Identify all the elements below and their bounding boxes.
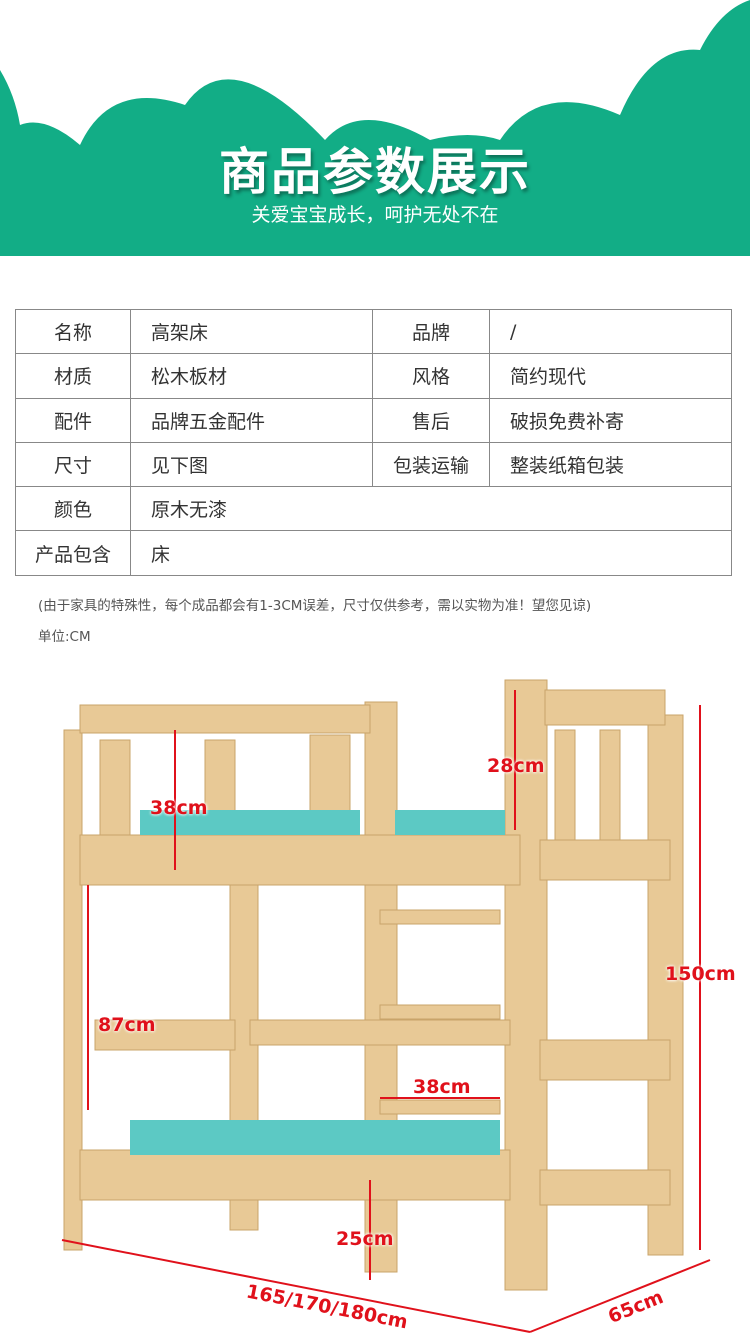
spec-label: 颜色 xyxy=(15,486,131,532)
spec-value: 破损免费补寄 xyxy=(489,397,732,443)
spec-value: / xyxy=(489,308,732,355)
spec-label: 尺寸 xyxy=(15,441,131,488)
spec-table: 名称高架床品牌/ 材质松木板材风格简约现代 配件品牌五金配件售后破损免费补寄 尺… xyxy=(15,308,732,576)
spec-value: 整装纸箱包装 xyxy=(489,441,732,488)
table-row: 颜色原木无漆 xyxy=(15,486,732,532)
cloud-background xyxy=(0,0,750,256)
spec-value: 松木板材 xyxy=(130,353,373,399)
dimension-label: 38cm xyxy=(150,797,208,819)
disclaimer-note: (由于家具的特殊性，每个成品都会有1-3CM误差，尺寸仅供参考，需以实物为准！望… xyxy=(38,598,592,614)
table-row: 名称高架床品牌/ xyxy=(15,308,732,355)
spec-value: 品牌五金配件 xyxy=(130,397,373,443)
spec-label: 售后 xyxy=(372,397,490,443)
spec-label: 产品包含 xyxy=(15,530,131,576)
spec-label: 材质 xyxy=(15,353,131,399)
spec-label: 品牌 xyxy=(372,308,490,355)
table-row: 尺寸见下图包装运输整装纸箱包装 xyxy=(15,441,732,488)
dimension-label: 28cm xyxy=(487,755,545,777)
table-row: 配件品牌五金配件售后破损免费补寄 xyxy=(15,397,732,443)
bunk-bed-illustration xyxy=(61,679,711,1333)
spec-label: 配件 xyxy=(15,397,131,443)
spec-value: 床 xyxy=(130,530,732,576)
spec-label: 风格 xyxy=(372,353,490,399)
spec-value: 简约现代 xyxy=(489,353,732,399)
page-title: 商品参数展示 xyxy=(219,143,531,201)
dimension-label: 38cm xyxy=(413,1076,471,1098)
page-subtitle: 关爱宝宝成长，呵护无处不在 xyxy=(251,204,499,226)
spec-value: 高架床 xyxy=(130,308,373,355)
spec-value: 见下图 xyxy=(130,441,373,488)
spec-label: 包装运输 xyxy=(372,441,490,488)
unit-label: 单位:CM xyxy=(38,629,91,645)
table-row: 材质松木板材风格简约现代 xyxy=(15,353,732,399)
spec-label: 名称 xyxy=(15,308,131,355)
dimension-label: 150cm xyxy=(665,963,736,985)
dimension-label: 87cm xyxy=(98,1014,156,1036)
spec-value: 原木无漆 xyxy=(130,486,732,532)
header-banner: 商品参数展示 关爱宝宝成长，呵护无处不在 xyxy=(0,0,750,256)
table-row: 产品包含床 xyxy=(15,530,732,576)
dimension-label: 25cm xyxy=(336,1228,394,1250)
